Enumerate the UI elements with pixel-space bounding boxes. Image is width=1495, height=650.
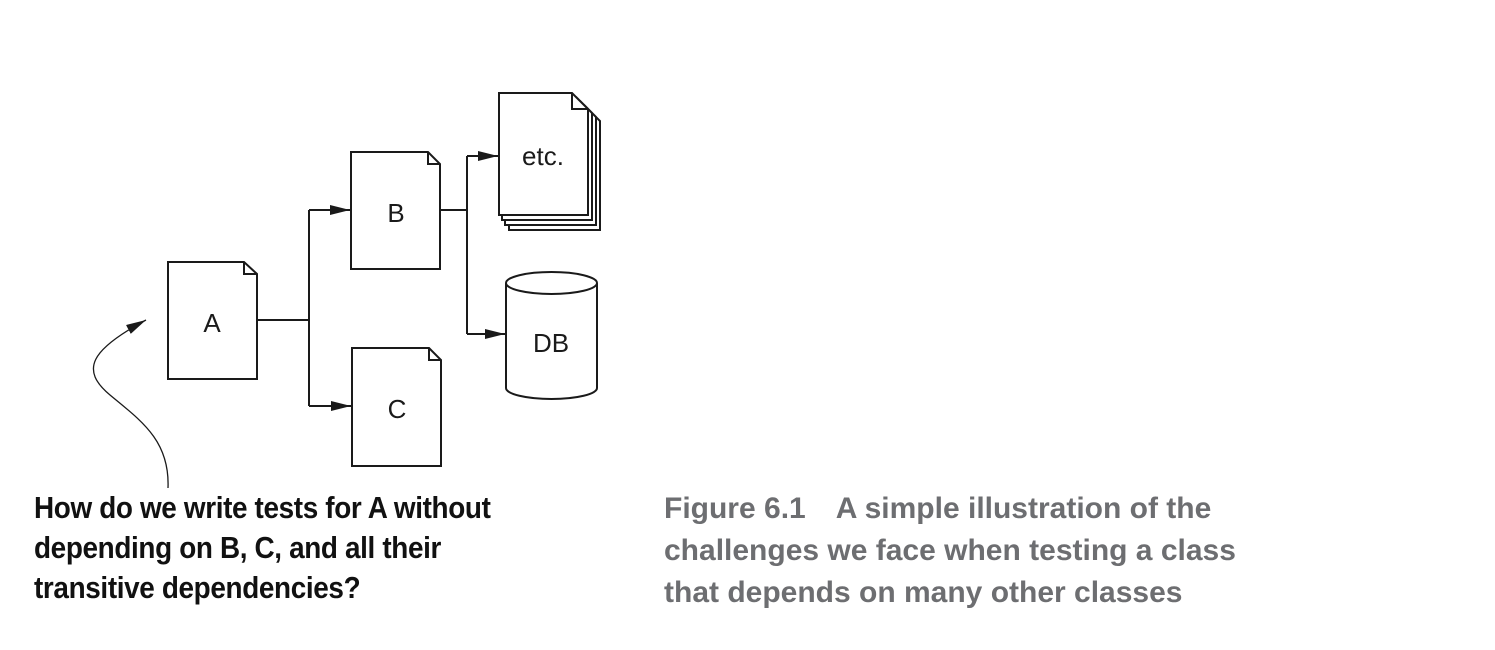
caption-line-1: Figure 6.1 A simple illustration of the <box>664 488 1364 530</box>
caption-text-1: A simple illustration of the <box>835 492 1212 525</box>
callout-arrow <box>92 319 169 489</box>
node-b-label: B <box>387 198 404 228</box>
callout-question: How do we write tests for A without depe… <box>34 488 574 608</box>
caption-line-2: challenges we face when testing a class <box>664 534 1236 567</box>
figure-caption: Figure 6.1 A simple illustration of the c… <box>664 488 1364 614</box>
caption-line-3: that depends on many other classes <box>664 576 1183 609</box>
callout-line-1: How do we write tests for A without <box>34 490 491 525</box>
node-a-label: A <box>203 308 221 338</box>
callout-line-3: transitive dependencies? <box>34 570 361 605</box>
node-etc-label: etc. <box>522 141 564 171</box>
node-db-label: DB <box>533 328 569 358</box>
node-b: B <box>350 151 441 270</box>
node-db: DB <box>505 271 598 400</box>
connectors <box>92 151 505 489</box>
node-etc: etc. <box>498 92 601 231</box>
node-c: C <box>351 347 442 467</box>
figure-number: Figure 6.1 <box>664 492 806 525</box>
callout-line-2: depending on B, C, and all their <box>34 530 441 565</box>
node-c-label: C <box>388 394 407 424</box>
node-a: A <box>167 261 258 380</box>
